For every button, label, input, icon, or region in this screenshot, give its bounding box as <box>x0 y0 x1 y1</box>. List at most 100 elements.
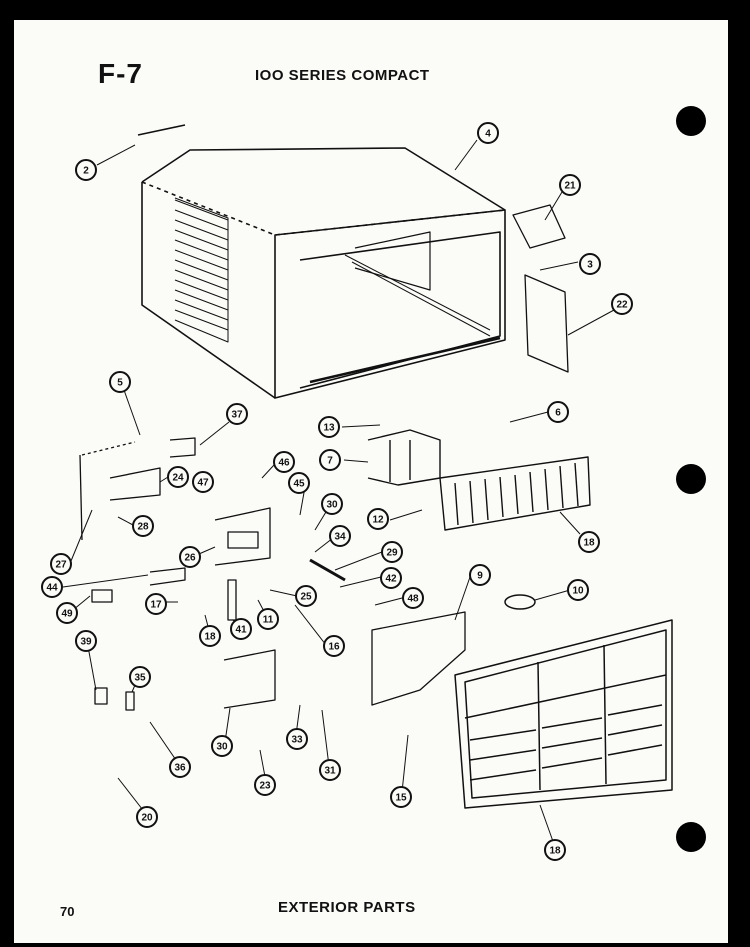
callout-circle <box>319 759 341 781</box>
binder-hole-middle <box>676 464 706 494</box>
discharge-grille <box>439 456 591 531</box>
callout-label: 5 <box>117 378 123 389</box>
callout-label: 18 <box>583 538 595 549</box>
callout-label: 48 <box>407 594 419 605</box>
callout-31: 31 <box>319 759 341 781</box>
callout-circle <box>192 471 214 493</box>
callout-label: 18 <box>549 846 561 857</box>
callout-46: 46 <box>273 451 295 473</box>
callout-circle <box>390 786 412 808</box>
callout-circle <box>380 567 402 589</box>
callout-44: 44 <box>41 576 63 598</box>
callout-label: 37 <box>231 410 243 421</box>
figure-code: F-7 <box>98 58 143 89</box>
callout-12: 12 <box>367 508 389 530</box>
callout-22: 22 <box>611 293 633 315</box>
callout-label: 2 <box>83 166 89 177</box>
callout-label: 3 <box>587 260 593 271</box>
callout-label: 23 <box>259 781 271 792</box>
callout-label: 42 <box>385 574 397 585</box>
callout-circle <box>579 253 601 275</box>
callout-circle <box>321 493 343 515</box>
callout-41: 41 <box>230 618 252 640</box>
callout-48: 48 <box>402 587 424 609</box>
callout-49: 49 <box>56 602 78 624</box>
callout-11: 11 <box>257 608 279 630</box>
callout-label: 11 <box>263 615 274 626</box>
callout-label: 7 <box>327 456 333 467</box>
callout-36: 36 <box>169 756 191 778</box>
callout-5: 5 <box>109 371 131 393</box>
callout-circle <box>50 553 72 575</box>
callout-35: 35 <box>129 666 151 688</box>
callout-circle <box>167 466 189 488</box>
callout-label: 18 <box>204 632 216 643</box>
callout-circle <box>129 666 151 688</box>
callout-4: 4 <box>477 122 499 144</box>
callout-circle <box>288 472 310 494</box>
callout-label: 24 <box>172 473 184 484</box>
callout-33: 33 <box>286 728 308 750</box>
callout-label: 47 <box>197 478 209 489</box>
callout-label: 41 <box>235 625 247 636</box>
callout-label: 17 <box>150 600 162 611</box>
callout-2: 2 <box>75 159 97 181</box>
callout-circle <box>230 618 252 640</box>
callout-circle <box>611 293 633 315</box>
callout-circle <box>41 576 63 598</box>
callout-circle <box>145 593 167 615</box>
callout-circle <box>257 608 279 630</box>
callout-27: 27 <box>50 553 72 575</box>
callout-23: 23 <box>254 774 276 796</box>
callout-label: 10 <box>572 586 584 597</box>
callout-circle <box>56 602 78 624</box>
callout-29: 29 <box>381 541 403 563</box>
callout-26: 26 <box>179 546 201 568</box>
callout-circle <box>318 416 340 438</box>
callout-circle <box>567 579 589 601</box>
callout-circle <box>273 451 295 473</box>
callout-circle <box>329 525 351 547</box>
blower-housing <box>367 429 441 486</box>
callout-label: 39 <box>80 637 92 648</box>
callout-label: 21 <box>564 181 576 192</box>
callout-18: 18 <box>199 625 221 647</box>
callout-label: 35 <box>134 673 146 684</box>
callout-24: 24 <box>167 466 189 488</box>
callout-label: 30 <box>216 742 228 753</box>
callout-circle <box>109 371 131 393</box>
motor <box>504 594 536 610</box>
callout-15: 15 <box>390 786 412 808</box>
callout-7: 7 <box>319 449 341 471</box>
callout-label: 12 <box>372 515 384 526</box>
callout-label: 20 <box>141 813 153 824</box>
binder-hole-top <box>676 106 706 136</box>
callout-label: 28 <box>137 522 149 533</box>
callout-label: 44 <box>46 583 58 594</box>
callout-label: 33 <box>291 735 303 746</box>
callout-circle <box>226 403 248 425</box>
callout-circle <box>323 635 345 657</box>
leader-lines <box>62 139 615 848</box>
callout-label: 45 <box>293 479 305 490</box>
filter-panel <box>371 611 466 706</box>
callout-13: 13 <box>318 416 340 438</box>
cabinet-shell <box>137 124 506 399</box>
callout-3: 3 <box>579 253 601 275</box>
callout-25: 25 <box>295 585 317 607</box>
callout-label: 25 <box>300 592 312 603</box>
callout-circle <box>136 806 158 828</box>
callout-circle <box>469 564 491 586</box>
callout-39: 39 <box>75 630 97 652</box>
callout-circle <box>477 122 499 144</box>
callout-circle <box>199 625 221 647</box>
callout-circle <box>211 735 233 757</box>
series-title: IOO SERIES COMPACT <box>255 67 430 84</box>
callout-label: 6 <box>555 408 561 419</box>
callout-28: 28 <box>132 515 154 537</box>
callout-circle <box>132 515 154 537</box>
callout-label: 13 <box>323 423 335 434</box>
